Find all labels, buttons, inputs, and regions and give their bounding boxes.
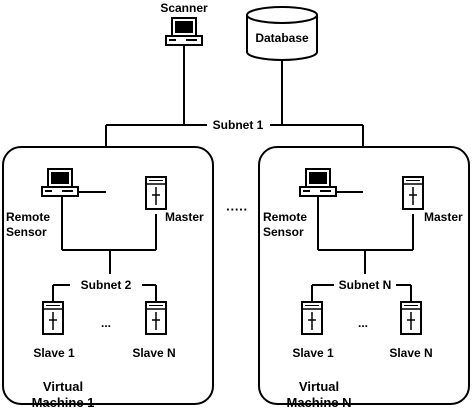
vm1-slave-n-server-icon (145, 301, 167, 335)
scanner-node: Scanner (160, 1, 208, 46)
vm1-master-label: Master (165, 210, 204, 224)
scanner-label: Scanner (160, 1, 208, 15)
vmN-remote-label: Remote (263, 210, 307, 224)
vmN-subnet-label: Subnet N (339, 278, 392, 292)
vmN-title-line2: Machine N (286, 395, 351, 410)
vm1-title-line1: Virtual (43, 379, 83, 394)
vm1-slave-1-label: Slave 1 (33, 346, 75, 360)
vm1-sensor-label: Sensor (6, 225, 47, 239)
vm1-links (52, 191, 157, 302)
vmN-title-line1: Virtual (299, 379, 339, 394)
database-label: Database (255, 31, 309, 45)
vm1-subnet-label: Subnet 2 (81, 278, 132, 292)
vmN-master-label: Master (424, 210, 463, 224)
vm1-slave-ellipsis: ... (101, 316, 111, 330)
vmN-slave-n-label: Slave N (389, 346, 432, 360)
virtual-machine-n: Remote Sensor Master Subnet N Slave 1 ..… (258, 146, 470, 410)
vmN-remote-sensor-computer-icon (299, 168, 337, 197)
vmN-slave-1-server-icon (301, 301, 323, 335)
vm1-title-line2: Machine 1 (32, 395, 95, 410)
vmN-slave-1-label: Slave 1 (292, 346, 334, 360)
virtual-machine-1: Remote Sensor Master Subnet 2 Slave 1 ..… (2, 146, 214, 410)
subnet-1-label: Subnet 1 (213, 118, 264, 132)
vm1-remote-sensor-computer-icon (41, 168, 79, 197)
vmN-links (311, 191, 414, 302)
vm-between-ellipsis: ····· (226, 202, 248, 217)
database-node: Database (246, 6, 318, 61)
scanner-computer-icon (165, 17, 203, 46)
vm1-slave-n-label: Slave N (132, 346, 175, 360)
vmN-slave-ellipsis: ... (358, 316, 368, 330)
vmN-slave-n-server-icon (400, 301, 422, 335)
vm1-boundary (2, 146, 214, 405)
vmN-boundary (258, 146, 470, 405)
vm1-remote-label: Remote (6, 210, 50, 224)
vm1-slave-1-server-icon (42, 301, 64, 335)
vmN-sensor-label: Sensor (263, 225, 304, 239)
database-cylinder-icon (246, 15, 318, 61)
vmN-master-server-icon (402, 176, 424, 210)
vm1-master-server-icon (145, 176, 167, 210)
